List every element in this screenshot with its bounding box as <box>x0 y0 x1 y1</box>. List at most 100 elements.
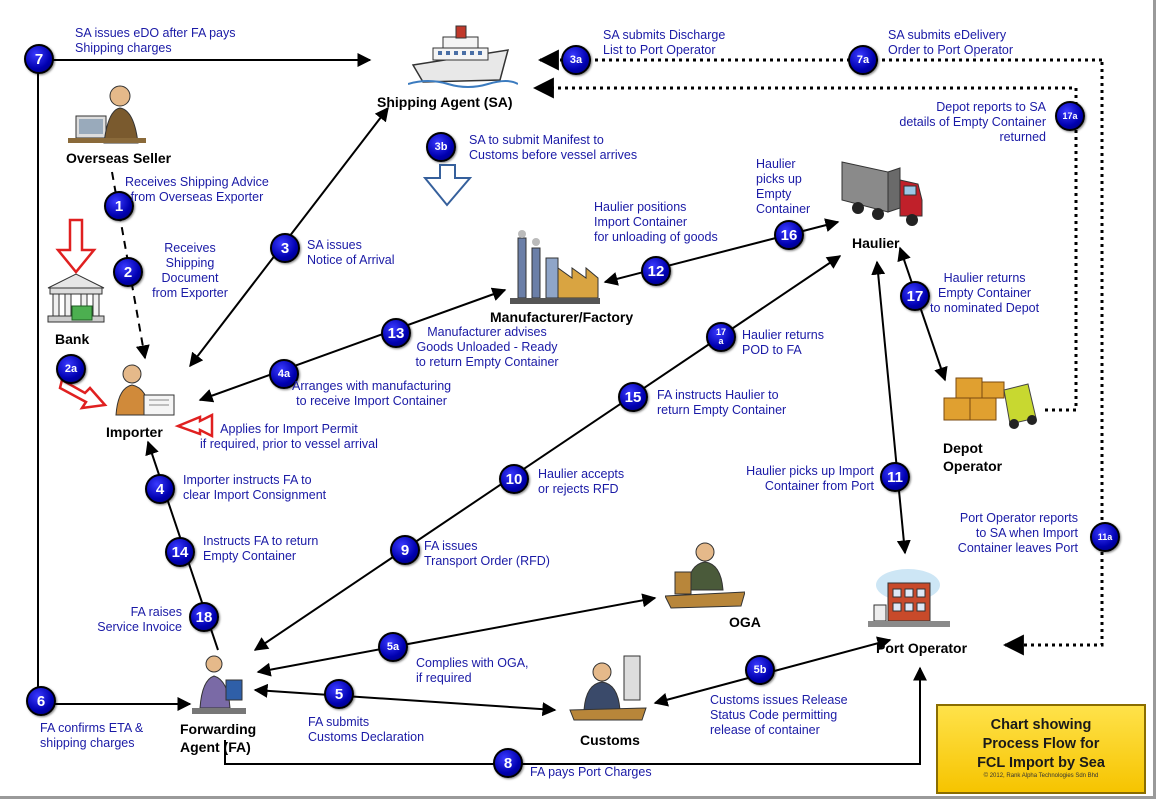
label-5b-l1: Customs issues Release <box>710 693 848 707</box>
step-badge-4: 4 <box>145 474 175 504</box>
entity-manufacturer: Manufacturer/Factory <box>490 309 634 325</box>
step-badge-1: 1 <box>104 191 134 221</box>
title-line1: Chart showing <box>990 717 1092 733</box>
label-17a-l3: returned <box>999 130 1046 144</box>
step-badge-16: 16 <box>774 220 804 250</box>
label-17a-l2: details of Empty Container <box>899 115 1046 129</box>
depot-line2: Operator <box>943 458 1003 474</box>
entity-haulier: Haulier <box>852 235 900 251</box>
step-badge-7a: 7a <box>848 45 878 75</box>
depot-icon <box>943 377 1037 429</box>
entity-importer: Importer <box>106 424 163 440</box>
importer-callout-arrow <box>58 378 108 410</box>
copyright-text: © 2012, Rank Alpha Technologies Sdn Bhd <box>983 773 1099 779</box>
step-badge-3: 3 <box>270 233 300 263</box>
label-3-l2: Notice of Arrival <box>307 253 395 267</box>
label-11-l1: Haulier picks up Import <box>746 464 874 478</box>
step-badge-11a: 11a <box>1090 522 1120 552</box>
label-10-l2: or rejects RFD <box>538 482 619 496</box>
forwarding-line2: Agent (FA) <box>180 739 251 755</box>
badge-17a-bottom: a <box>718 336 724 346</box>
label-13-l2: Goods Unloaded - Ready <box>416 340 558 354</box>
label-12-l2: Import Container <box>594 215 688 229</box>
label-14-l2: Empty Container <box>203 549 297 563</box>
permit-callout-arrow <box>174 412 214 439</box>
label-5-l2: Customs Declaration <box>308 730 425 744</box>
label-7-l2: Shipping charges <box>75 41 172 55</box>
label-3a-l2: List to Port Operator <box>603 43 716 57</box>
step-badge-7: 7 <box>24 44 54 74</box>
step-badge-8: 8 <box>493 748 523 778</box>
step-badge-12: 12 <box>641 256 671 286</box>
edge-9-15 <box>253 255 842 651</box>
edge-11 <box>871 260 911 555</box>
step-badge-5b: 5b <box>745 655 775 685</box>
edge-7a-down <box>1002 62 1104 656</box>
label-14-l1: Instructs FA to return <box>203 534 319 548</box>
label-6-l1: FA confirms ETA & <box>40 721 144 735</box>
edge-17a <box>532 77 1078 412</box>
step-badge-14: 14 <box>165 537 195 567</box>
edge-17 <box>897 246 948 382</box>
label-8: FA pays Port Charges <box>530 765 652 779</box>
label-2-l1: Receives <box>164 241 216 255</box>
step-badge-17a: 17a <box>1055 101 1085 131</box>
entity-overseas-seller: Overseas Seller <box>66 150 172 166</box>
step-badge-5: 5 <box>324 679 354 709</box>
label-16-l3: Empty <box>756 187 792 201</box>
step-badge-9: 9 <box>390 535 420 565</box>
step-badge-6: 6 <box>26 686 56 716</box>
label-17-l3: to nominated Depot <box>930 301 1040 315</box>
label-5b-l3: release of container <box>710 723 820 737</box>
label-5a-l1: Complies with OGA, <box>416 656 529 670</box>
step-badge-18: 18 <box>189 602 219 632</box>
label-16-l2: picks up <box>756 172 802 186</box>
label-4-l1: Importer instructs FA to <box>183 473 312 487</box>
step-badge-3b: 3b <box>426 132 456 162</box>
label-2-l3: Document <box>161 271 219 285</box>
label-15-l1: FA instructs Haulier to <box>657 388 779 402</box>
label-2-l2: Shipping <box>165 256 215 270</box>
forwarding-line1: Forwarding <box>180 721 257 737</box>
label-11a-l3: Container leaves Port <box>957 541 1078 555</box>
oga-icon <box>665 542 745 609</box>
importer-icon <box>115 364 175 416</box>
label-15-l2: return Empty Container <box>657 403 787 417</box>
label-3b-l1: SA to submit Manifest to <box>469 133 604 147</box>
badge-17a-top: 17 <box>715 327 726 337</box>
label-11a-l1: Port Operator reports <box>959 511 1078 525</box>
forwarding-agent-icon <box>192 655 246 714</box>
step-badge-11: 11 <box>880 462 910 492</box>
label-17a-pod-l1: Haulier returns <box>742 328 824 342</box>
label-17a-l1: Depot reports to SA <box>936 100 1046 114</box>
step-badge-2: 2 <box>113 257 143 287</box>
label-17a-pod-l2: POD to FA <box>742 343 802 357</box>
label-7a-l1: SA submits eDelivery <box>888 28 1007 42</box>
entity-customs: Customs <box>580 732 640 748</box>
bank-icon <box>47 273 105 323</box>
step-badge-17: 17 <box>900 281 930 311</box>
edge-5 <box>253 683 557 717</box>
label-9-l2: Transport Order (RFD) <box>424 554 550 568</box>
manifest-down-arrow <box>422 164 473 207</box>
step-badge-15: 15 <box>618 382 648 412</box>
